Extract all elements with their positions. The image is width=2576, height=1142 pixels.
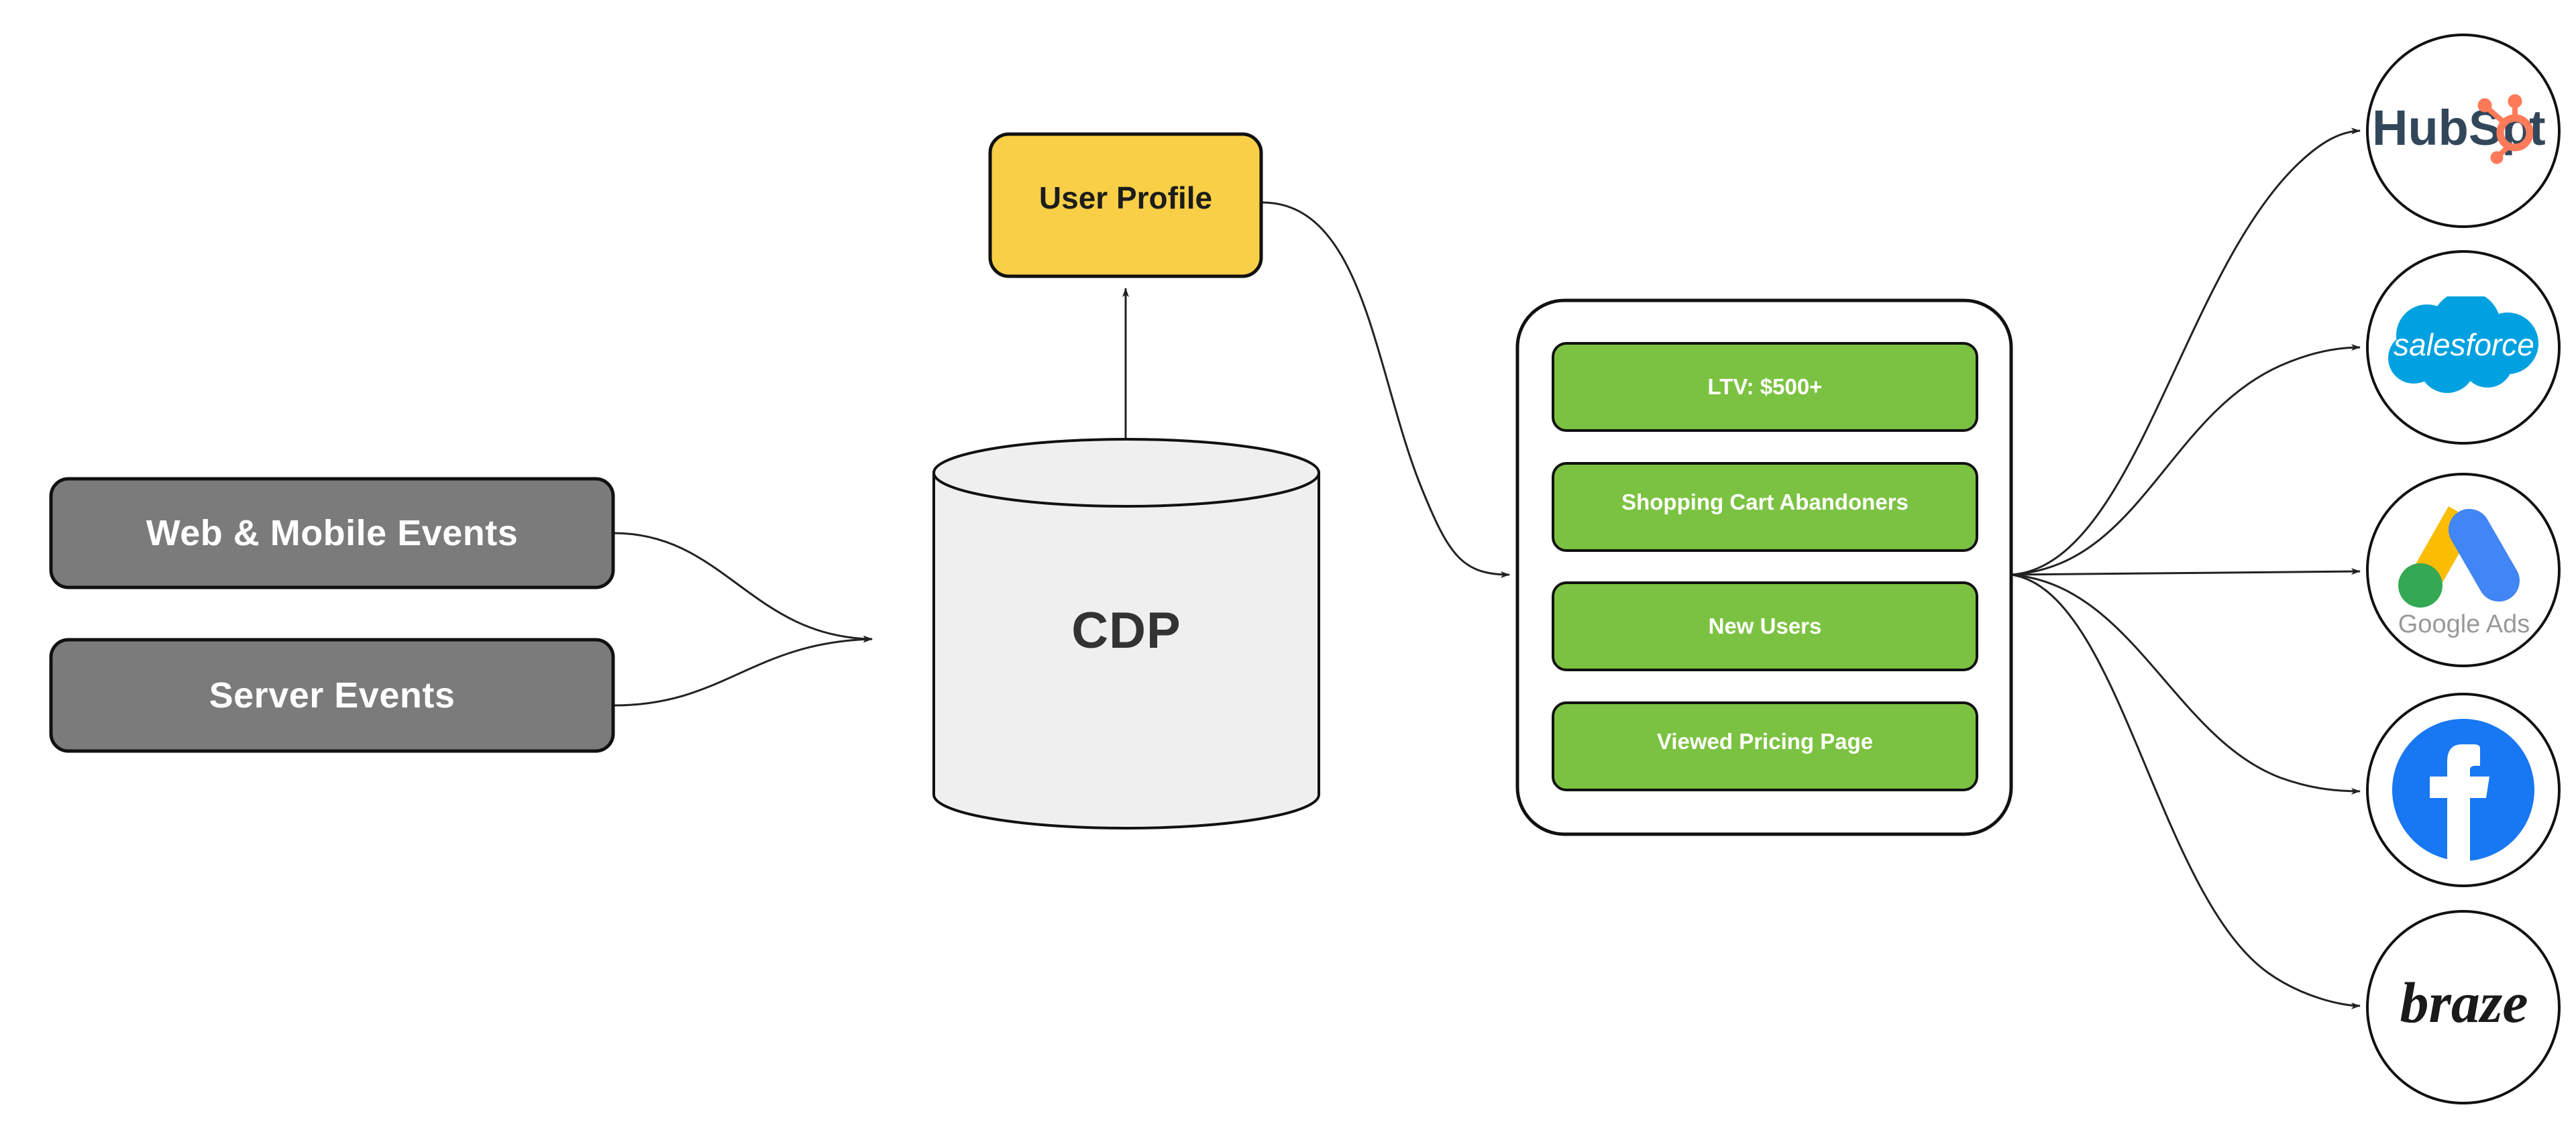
destination-circle-braze[interactable]	[2366, 910, 2561, 1104]
segment-cart-abandoners-chip[interactable]	[1552, 462, 1978, 552]
facebook-logo	[2392, 719, 2534, 861]
edge-segments-to-hubspot	[2010, 127, 2361, 576]
google-ads-wordmark: Google Ads	[2398, 610, 2530, 638]
edge-segments-to-facebook	[2010, 573, 2361, 795]
salesforce-cloud-icon: salesforce	[2388, 296, 2538, 393]
edge-server-events-to-cdp	[613, 636, 873, 707]
web-mobile-events-box[interactable]	[49, 477, 615, 589]
google-ads-icon: Google Ads	[2398, 506, 2530, 638]
destination-circle-hubspot[interactable]	[2366, 34, 2561, 228]
server-events-box[interactable]	[49, 638, 615, 753]
segment-viewed-pricing-chip[interactable]	[1552, 701, 1978, 791]
user-profile-box[interactable]	[988, 132, 1263, 278]
segment-ltv-chip[interactable]	[1552, 342, 1978, 432]
edge-web-events-to-cdp	[613, 532, 873, 642]
edge-segments-to-google-ads	[2010, 568, 2361, 576]
destination-circle-google-ads[interactable]	[2366, 473, 2561, 667]
salesforce-logo: salesforce	[2380, 296, 2548, 398]
salesforce-wordmark: salesforce	[2394, 327, 2534, 362]
hubspot-sprocket-icon	[2477, 94, 2534, 164]
hubspot-icon: HubSp t	[2372, 94, 2546, 164]
google-ads-logo: Google Ads	[2388, 500, 2540, 640]
edge-user-profile-to-segments	[1262, 201, 1510, 578]
edge-segments-to-salesforce	[2010, 344, 2361, 576]
segment-new-users-chip[interactable]	[1552, 581, 1978, 671]
hubspot-logo: HubSp t	[2368, 87, 2559, 174]
edge-segments-to-braze	[2010, 573, 2361, 1009]
braze-icon: braze	[2400, 970, 2528, 1035]
braze-wordmark: braze	[2400, 970, 2528, 1035]
hubspot-wordmark-b: t	[2529, 100, 2546, 156]
cdp-cylinder[interactable]	[932, 438, 1320, 830]
facebook-icon	[2392, 719, 2534, 861]
segments-container	[1515, 298, 2013, 836]
braze-logo: braze	[2379, 960, 2549, 1054]
